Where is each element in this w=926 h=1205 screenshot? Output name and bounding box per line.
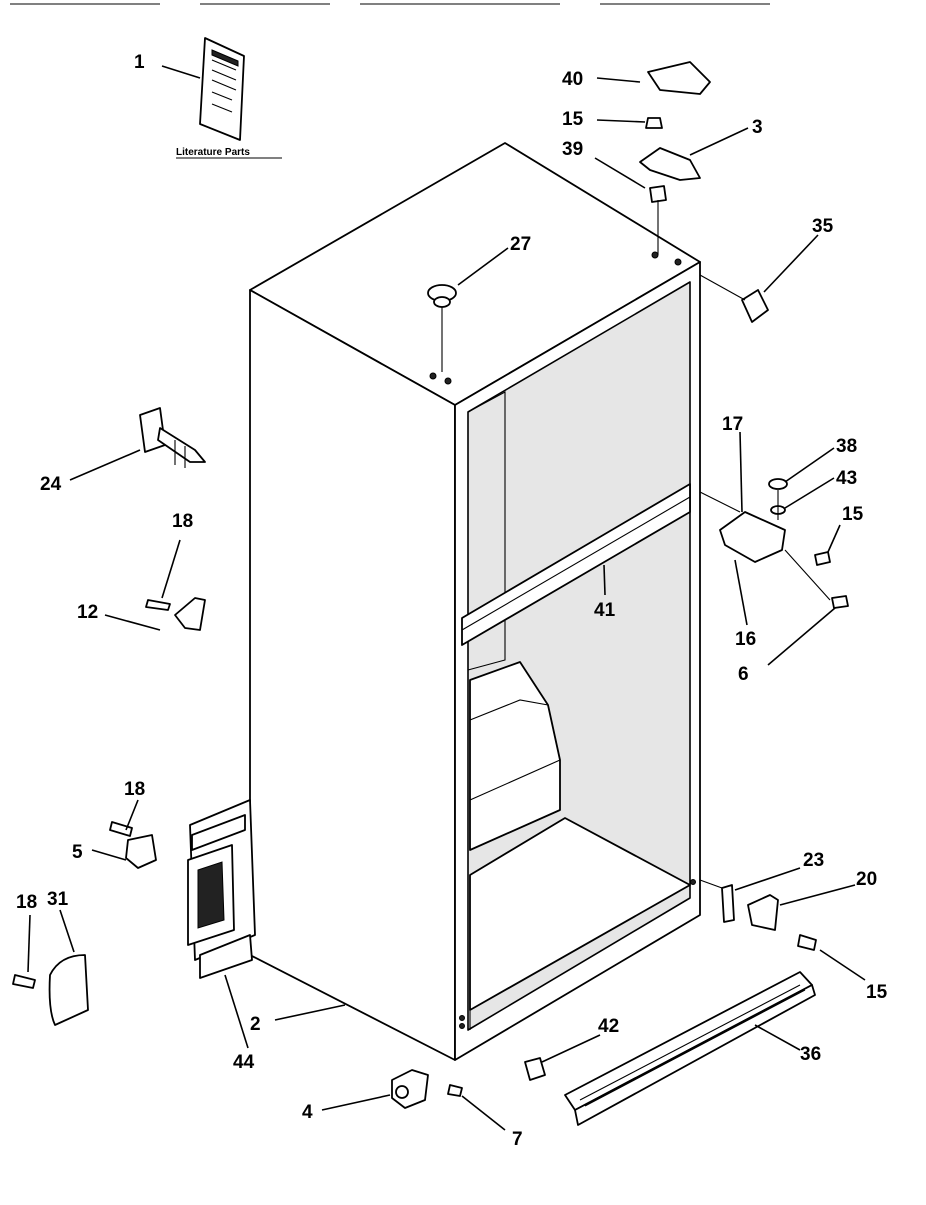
callout: 35 <box>812 216 834 237</box>
leader-lines <box>27 65 866 1131</box>
callout: 23 <box>803 850 824 871</box>
callout: 31 <box>47 889 69 910</box>
door-stop <box>699 274 769 323</box>
callout: 38 <box>836 436 857 457</box>
callout: 15 <box>866 982 888 1003</box>
literature-booklet <box>199 37 245 141</box>
middle-hinge-parts <box>699 478 849 609</box>
callout: 43 <box>836 468 857 489</box>
callout-numbers: 1 40 15 3 39 27 35 24 17 38 43 15 18 12 … <box>16 52 888 1150</box>
center-hinge <box>719 511 786 563</box>
callout: 15 <box>562 109 584 130</box>
small-bottom-parts <box>391 1057 546 1109</box>
callout: 27 <box>510 234 531 255</box>
callout: 16 <box>735 629 756 650</box>
refrigerator-cabinet <box>249 142 701 1061</box>
callout: 6 <box>738 664 749 685</box>
literature-parts-label: Literature Parts <box>176 147 250 158</box>
hinge-cover-lower <box>12 954 89 1026</box>
callout: 42 <box>598 1016 619 1037</box>
hinge-cover <box>647 61 711 95</box>
hinge-bracket-left-upper <box>145 597 206 631</box>
callout: 20 <box>856 869 877 890</box>
callout: 18 <box>124 779 145 800</box>
divider-rail <box>461 483 691 646</box>
cabinet-floor <box>469 817 691 1011</box>
callout: 1 <box>134 52 145 73</box>
callout: 39 <box>562 139 583 160</box>
callout: 12 <box>77 602 98 623</box>
callout: 15 <box>842 504 864 525</box>
callout: 2 <box>250 1014 261 1035</box>
callout: 18 <box>172 511 193 532</box>
top-plug <box>427 284 457 372</box>
lower-right-hinge <box>699 879 817 951</box>
callout: 18 <box>16 892 37 913</box>
callout: 7 <box>512 1129 523 1150</box>
callout: 41 <box>594 600 616 621</box>
callout: 36 <box>800 1044 821 1065</box>
hinge-shim <box>649 185 667 203</box>
callout: 3 <box>752 117 763 138</box>
callout: 44 <box>233 1052 255 1073</box>
top-hinge-parts <box>639 61 711 255</box>
callout: 5 <box>72 842 83 863</box>
callout: 24 <box>40 474 62 495</box>
cabinet-side-face <box>249 289 456 1061</box>
callout: 4 <box>302 1102 313 1123</box>
callout: 17 <box>722 414 743 435</box>
leveler-bracket <box>139 407 206 468</box>
lower-hinge-pin <box>109 821 157 869</box>
bottom-hinge-plate <box>187 799 256 979</box>
top-hinge <box>639 147 701 181</box>
callout: 40 <box>562 69 583 90</box>
toe-grille <box>564 971 816 1126</box>
hinge-screw <box>645 117 663 129</box>
